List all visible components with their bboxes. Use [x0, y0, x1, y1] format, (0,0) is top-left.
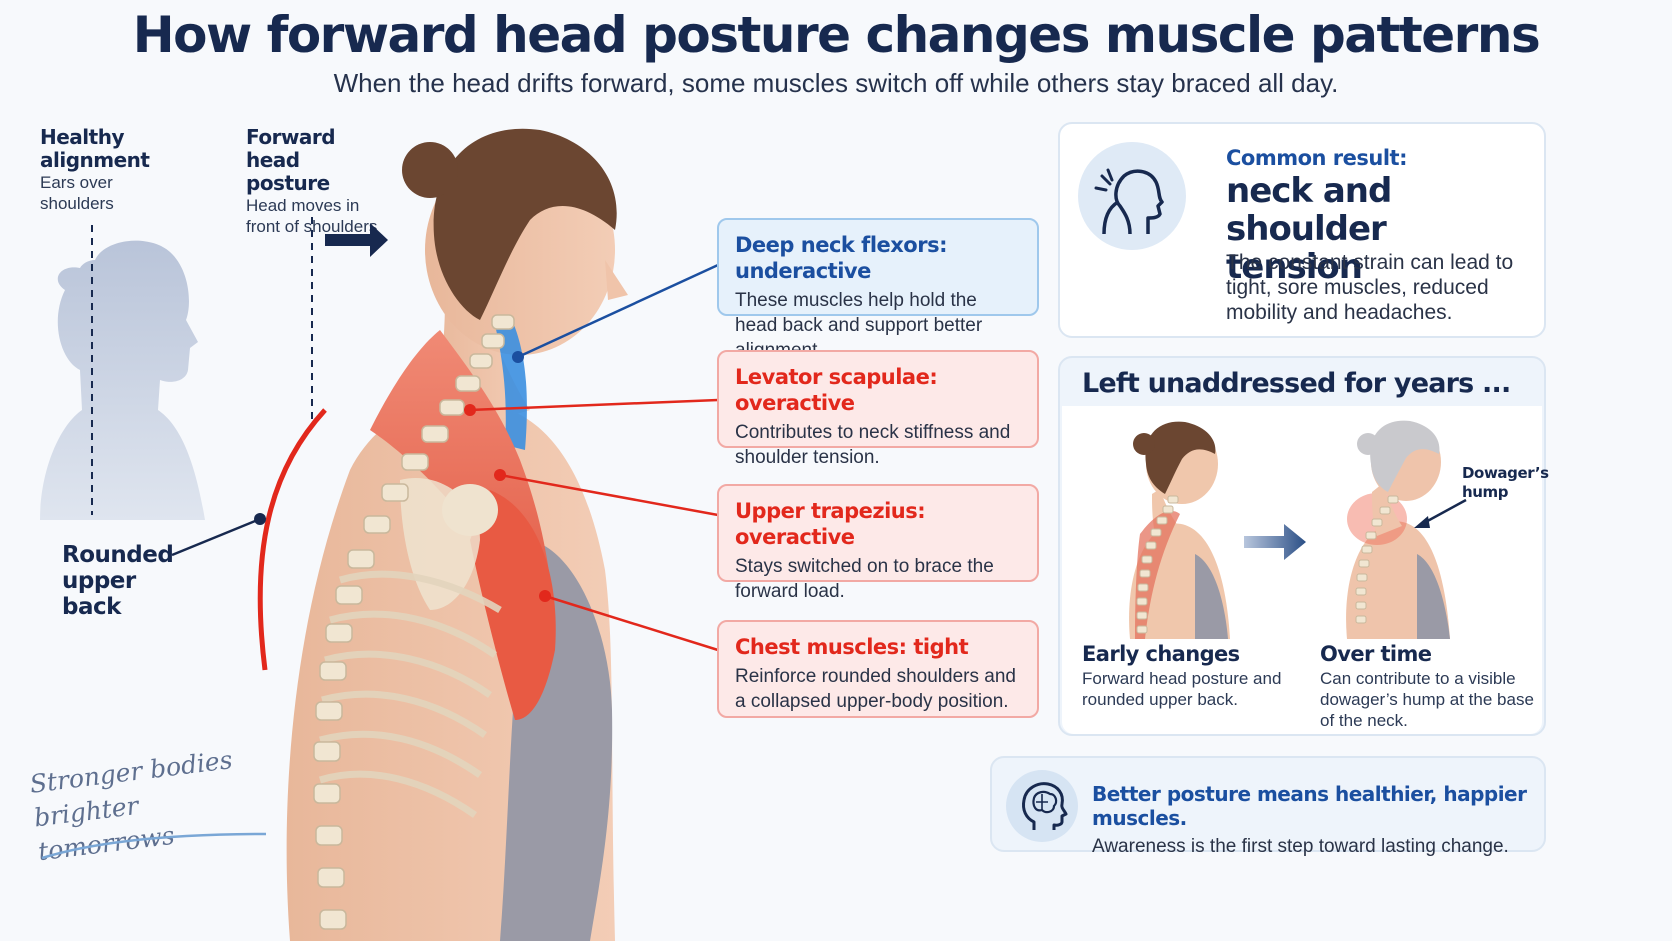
early-desc: Forward head posture and rounded upper b… — [1082, 669, 1282, 709]
years-title: Left unaddressed for years ... — [1082, 368, 1511, 399]
dowagers-hump-label: Dowager’s hump — [1462, 464, 1549, 501]
healthy-label: Healthy alignment Ears over shoulders — [40, 126, 200, 214]
later-title: Over time — [1320, 642, 1432, 666]
spine — [313, 314, 515, 930]
common-result-panel: Common result: neck and shoulder tension… — [1058, 122, 1546, 338]
better-posture-banner: Better posture means healthier, happier … — [990, 756, 1546, 857]
callout-body: Stays switched on to brace the forward l… — [735, 556, 994, 602]
callout-body: These muscles help hold the head back an… — [735, 290, 983, 361]
signature-swoosh — [41, 832, 267, 860]
hump-pointer-icon — [1414, 498, 1467, 528]
healthy-silhouette — [40, 225, 205, 520]
rounded-back-pointer — [171, 513, 266, 557]
forward-desc: Head moves in front of shoulders — [246, 196, 378, 236]
years-panel: Left unaddressed for years ... — [1058, 356, 1549, 736]
later-figure — [1346, 420, 1450, 639]
page-subtitle: When the head drifts forward, some muscl… — [333, 68, 1339, 98]
posture-anatomy-illustration — [257, 128, 628, 941]
result-body: The constant strain can lead to tight, s… — [1226, 251, 1514, 324]
callout-deep-neck-flexors: Deep neck flexors: underactive These mus… — [717, 218, 1039, 361]
forward-arrow-icon — [311, 217, 388, 425]
callout-title: Levator scapulae: overactive — [735, 365, 938, 415]
neck-pain-icon — [1078, 142, 1186, 250]
callout-body: Contributes to neck stiffness and should… — [735, 422, 1011, 468]
early-title: Early changes — [1082, 642, 1240, 666]
callout-upper-trapezius: Upper trapezius: overactive Stays switch… — [717, 484, 1039, 602]
brain-head-icon — [1006, 770, 1078, 842]
callout-title: Upper trapezius: overactive — [735, 499, 926, 549]
result-kicker: Common result: — [1226, 146, 1407, 170]
forward-title: Forward head posture — [246, 125, 336, 195]
footer-body: Awareness is the first step toward lasti… — [1092, 836, 1509, 857]
rounded-back-label: Rounded upper back — [62, 542, 174, 620]
better-posture-text: Better posture means healthier, happier … — [1092, 782, 1542, 858]
result-title: neck and shoulder tension — [1226, 171, 1392, 287]
forward-label: Forward head posture Head moves in front… — [246, 126, 406, 237]
healthy-title: Healthy alignment — [40, 125, 150, 172]
healthy-desc: Ears over shoulders — [40, 173, 114, 213]
later-desc: Can contribute to a visible dowager’s hu… — [1320, 669, 1534, 730]
callout-title: Deep neck flexors: underactive — [735, 233, 947, 283]
footer-title: Better posture means healthier, happier … — [1092, 782, 1527, 830]
progression-arrow-icon — [1244, 524, 1306, 560]
early-figure — [1129, 421, 1230, 639]
callout-chest-muscles: Chest muscles: tight Reinforce rounded s… — [717, 620, 1039, 718]
callout-title: Chest muscles: tight — [735, 635, 969, 659]
callout-levator-scapulae: Levator scapulae: overactive Contributes… — [717, 350, 1039, 468]
page-title: How forward head posture changes muscle … — [132, 6, 1541, 64]
callout-body: Reinforce rounded shoulders and a collap… — [735, 666, 1016, 712]
